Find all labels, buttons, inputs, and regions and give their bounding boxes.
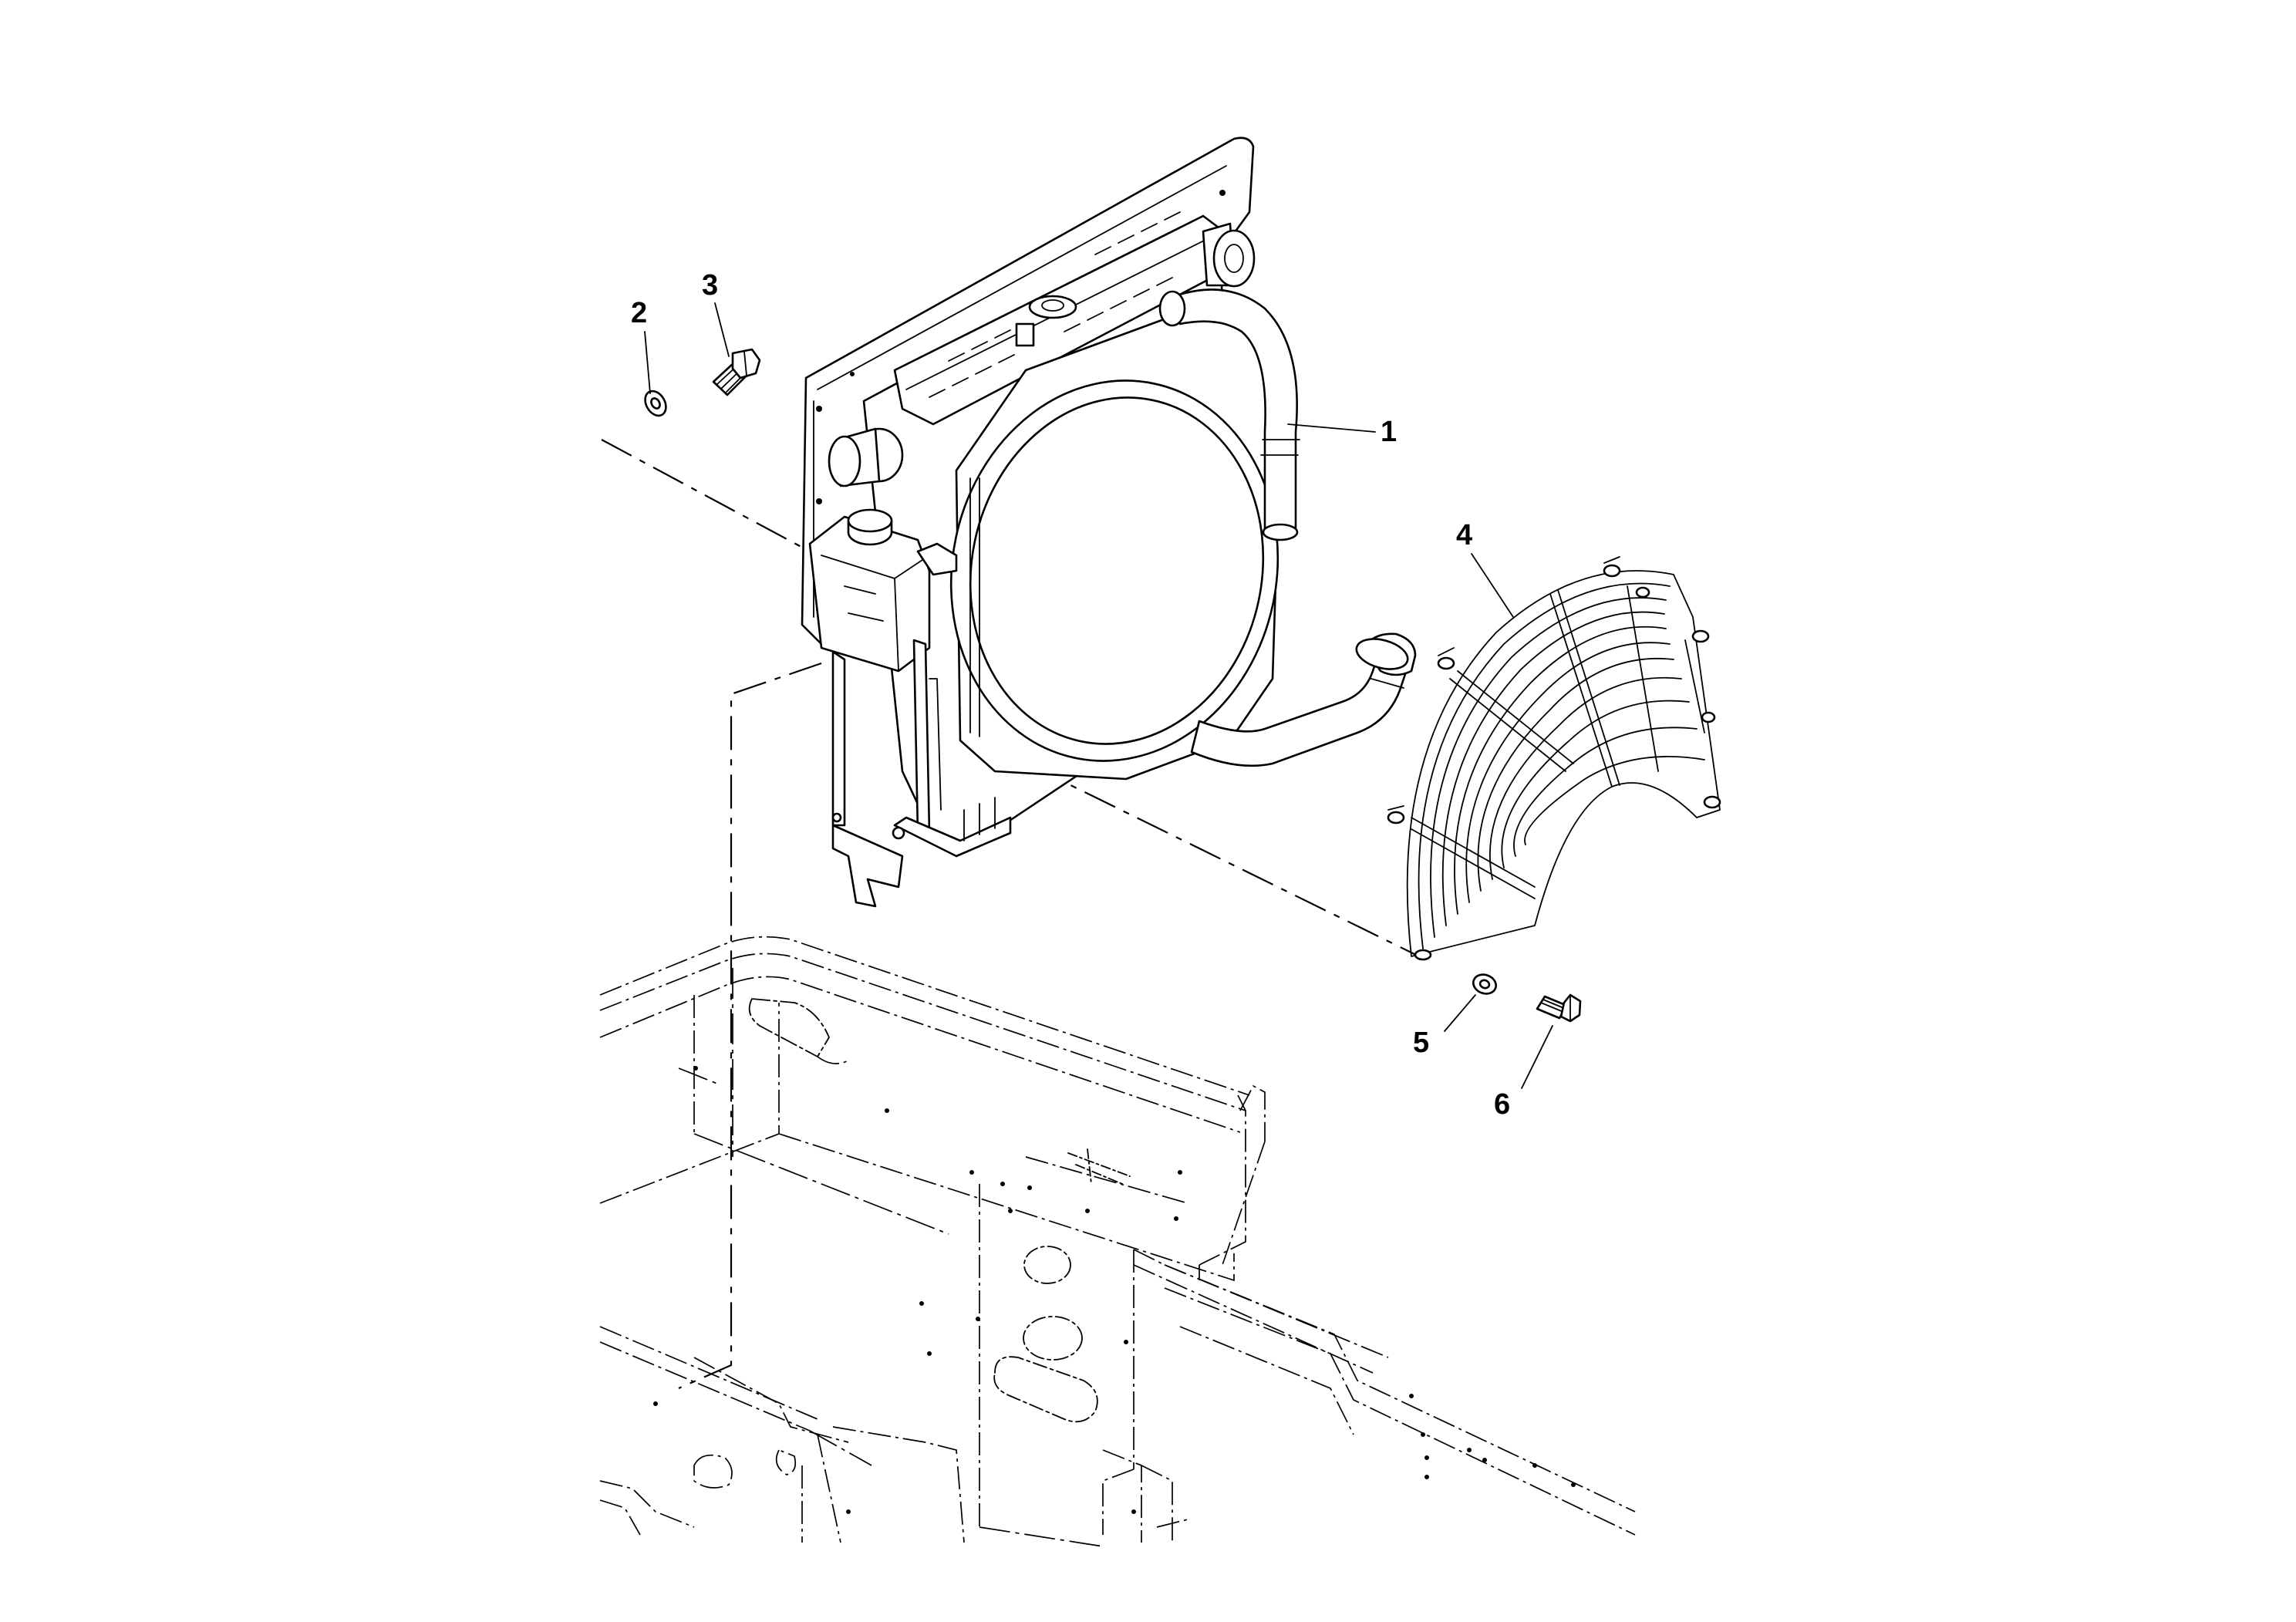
fan-guard [1387, 556, 1721, 961]
bolt-upper [712, 348, 761, 396]
machine-frame [599, 936, 1636, 1547]
washer-lower [1472, 973, 1497, 995]
callout-1: 1 [1381, 416, 1397, 448]
callout-5: 5 [1413, 1027, 1429, 1059]
bolt-lower [1536, 993, 1582, 1023]
callout-labels: 1 2 3 4 5 6 [631, 269, 1510, 1121]
leader-lines [644, 302, 1553, 1089]
washer-upper [644, 389, 667, 417]
radiator-assembly [801, 137, 1417, 908]
callout-6: 6 [1494, 1088, 1510, 1121]
callout-4: 4 [1456, 519, 1472, 551]
callout-3: 3 [702, 269, 718, 302]
callout-2: 2 [631, 297, 647, 329]
